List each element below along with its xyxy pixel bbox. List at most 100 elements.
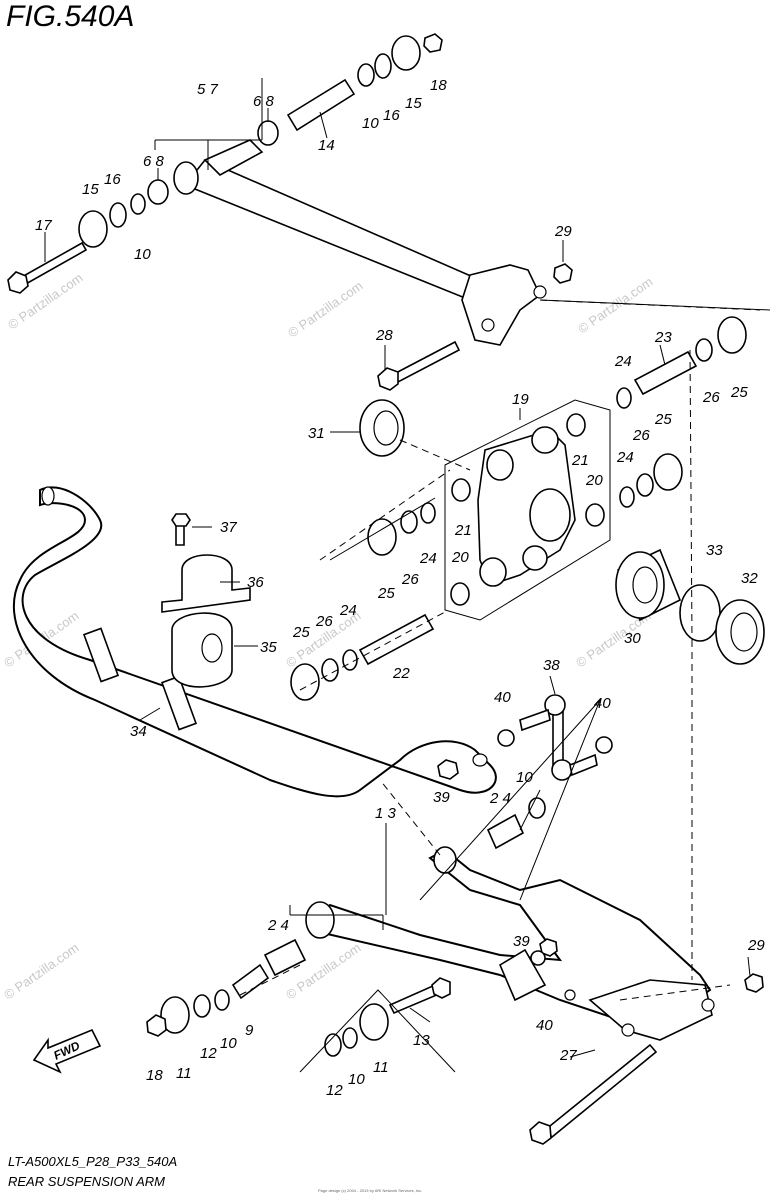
upper-arm-front-tube[interactable] xyxy=(203,139,264,176)
spacer-9[interactable] xyxy=(231,963,270,1000)
callout-label: 18 xyxy=(430,77,447,94)
washer-16[interactable] xyxy=(109,202,127,228)
nut-29[interactable] xyxy=(553,263,573,284)
cap-25[interactable] xyxy=(653,453,683,491)
washer-26[interactable] xyxy=(636,473,654,497)
spacer-14[interactable] xyxy=(286,78,356,132)
knuckle-boss xyxy=(479,557,507,587)
nut-29[interactable] xyxy=(744,973,764,993)
callout-label: 13 xyxy=(413,1032,430,1049)
callout-label: 15 xyxy=(82,181,99,198)
spacer-23[interactable] xyxy=(633,350,698,396)
callout-label: 25 xyxy=(654,411,672,428)
oil-seal-10[interactable] xyxy=(130,193,146,215)
bolt-13[interactable] xyxy=(388,983,441,1015)
oil-seal-24[interactable] xyxy=(616,387,632,409)
callout-label: 6 8 xyxy=(143,153,165,170)
bracket-hole xyxy=(701,998,715,1012)
bolt-28[interactable] xyxy=(390,340,461,385)
bushing-2-4[interactable] xyxy=(486,813,525,850)
knuckle-hub-bore xyxy=(529,488,571,542)
washer-12[interactable] xyxy=(193,994,211,1018)
oil-seal-32-inner xyxy=(730,612,758,652)
model-code: LT-A500XL5_P28_P33_540A xyxy=(8,1154,178,1169)
figure-title: FIG.540A xyxy=(6,0,135,33)
cap-11[interactable] xyxy=(160,996,190,1034)
cap-25[interactable] xyxy=(717,316,747,354)
bracket-hole xyxy=(564,989,576,1001)
bushing-2-4[interactable] xyxy=(263,938,307,977)
washer-26[interactable] xyxy=(321,658,339,682)
bushing-20[interactable] xyxy=(585,503,605,527)
callout-label: 2 4 xyxy=(489,790,511,807)
callout-label: 16 xyxy=(104,171,121,188)
callout-label: 34 xyxy=(130,723,147,740)
callout-label: 12 xyxy=(326,1082,343,1099)
bushing-35-bore xyxy=(201,633,223,663)
bushing-6-8[interactable] xyxy=(257,120,279,146)
callout-label: 19 xyxy=(512,391,529,408)
stabilizer-collar xyxy=(82,627,120,683)
leader-lines xyxy=(44,78,751,1058)
callout-label: 22 xyxy=(392,665,410,682)
callout-label: 24 xyxy=(614,353,632,370)
stabilizer-end-hole xyxy=(472,753,488,767)
spacer-22[interactable] xyxy=(358,613,435,666)
oil-seal-24[interactable] xyxy=(619,486,635,508)
callout-label: 5 7 xyxy=(197,81,219,98)
nut-18[interactable] xyxy=(146,1014,167,1037)
bushing-20[interactable] xyxy=(450,582,470,606)
bushing-21[interactable] xyxy=(566,413,586,437)
callout-label: 38 xyxy=(543,657,560,674)
callout-label: 24 xyxy=(339,602,357,619)
callout-label: 16 xyxy=(383,107,400,124)
fwd-arrow: FWD xyxy=(32,1028,102,1074)
cap-11[interactable] xyxy=(359,1003,389,1041)
bushing-21[interactable] xyxy=(451,478,471,502)
washer-40[interactable] xyxy=(497,729,515,747)
cap-25[interactable] xyxy=(290,663,320,701)
upper-arm-tube[interactable] xyxy=(183,159,482,302)
cap-15[interactable] xyxy=(391,35,421,71)
callout-label: 17 xyxy=(35,217,52,234)
callout-label: 25 xyxy=(730,384,748,401)
cap-15[interactable] xyxy=(78,210,108,248)
callout-label: 10 xyxy=(516,769,533,786)
upper-arm-bushing-end[interactable] xyxy=(173,161,199,195)
bolt-13-head xyxy=(431,977,451,999)
callout-label: 10 xyxy=(348,1071,365,1088)
callout-frames xyxy=(299,299,770,1073)
washer-26[interactable] xyxy=(400,510,418,534)
circlip-33[interactable] xyxy=(679,584,721,642)
washer-40[interactable] xyxy=(530,950,546,966)
bracket-hole xyxy=(621,1023,635,1037)
callout-label: 40 xyxy=(494,689,511,706)
callout-label: 21 xyxy=(454,522,472,539)
stabilizer-mount-bracket xyxy=(498,948,547,1002)
clamp-36[interactable] xyxy=(161,554,251,613)
callout-label: 33 xyxy=(706,542,723,559)
watermark: © Partzilla.com xyxy=(285,278,365,341)
upper-arm-bracket[interactable] xyxy=(461,264,542,346)
callout-label: 20 xyxy=(585,472,603,489)
knuckle-boss xyxy=(486,449,514,481)
watermark: © Partzilla.com xyxy=(1,940,81,1003)
washer-26[interactable] xyxy=(695,338,713,362)
callout-label: 1 3 xyxy=(375,805,397,822)
callout-label: 21 xyxy=(571,452,589,469)
washer-40[interactable] xyxy=(595,736,613,754)
bushing-6-8[interactable] xyxy=(147,179,169,205)
knuckle-callout-box xyxy=(444,399,611,621)
oil-seal-10[interactable] xyxy=(342,1027,358,1049)
washer-16[interactable] xyxy=(374,53,392,79)
stabilizer-end-hole xyxy=(41,486,55,506)
nut-18[interactable] xyxy=(423,33,443,53)
callout-label: 32 xyxy=(741,570,758,587)
oil-seal-24[interactable] xyxy=(420,502,436,524)
oil-seal-10[interactable] xyxy=(357,63,375,87)
callout-label: 26 xyxy=(315,613,333,630)
nut-39[interactable] xyxy=(437,759,459,780)
callout-label: 26 xyxy=(401,571,419,588)
oil-seal-10[interactable] xyxy=(214,989,230,1011)
